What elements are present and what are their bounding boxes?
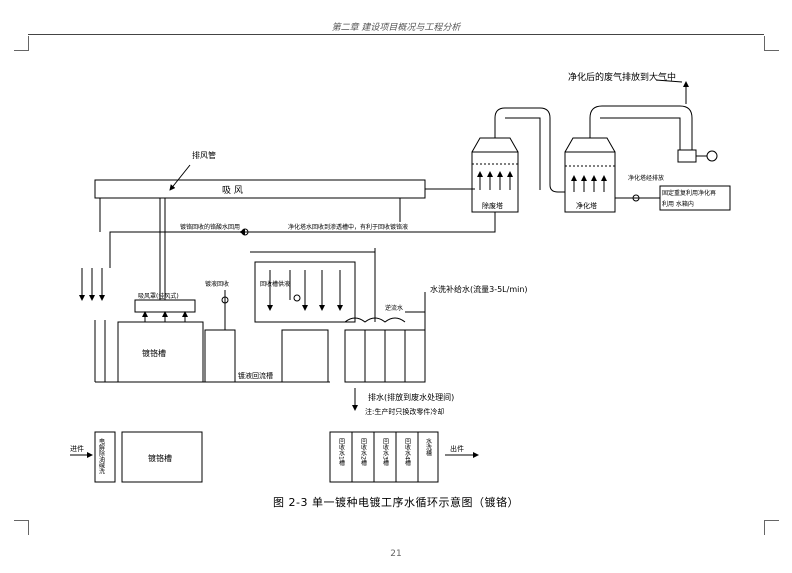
- page-header: 第二章 建设项目概况与工程分析: [331, 23, 461, 33]
- label-pipe-left: 镀铬回收的铬酸水回用: [180, 223, 240, 231]
- label-suction: 吸 风: [222, 185, 243, 196]
- corner-mark-tl: [14, 36, 29, 51]
- bottom-pre-tank: [94, 431, 116, 483]
- label-bottom-plating: 镀铬槽: [148, 453, 172, 463]
- label-note: 注:生产时只换改零件冷却: [365, 407, 444, 416]
- label-exhaust-pipe: 排风管: [192, 150, 216, 160]
- label-rinse4: 回收水4槽: [404, 438, 411, 467]
- recovery-tank-symbol: [204, 329, 236, 383]
- label-mist-tower: 除废塔: [482, 201, 503, 210]
- label-scrub-tower: 净化塔: [576, 201, 597, 210]
- fan-icon: [706, 150, 718, 162]
- label-tower-note: 净化塔经排放: [628, 174, 664, 182]
- label-rinse2: 回收水2槽: [360, 438, 367, 467]
- label-exhaust-to-air: 净化后的废气排放到大气中: [568, 71, 676, 83]
- central-tank: [281, 329, 329, 383]
- page-number: 21: [390, 549, 402, 559]
- label-drain: 排水(排放到废水处理间): [368, 392, 454, 402]
- label-pipe-mid: 净化塔水回收到渗透槽中，有利于回收镀铬液: [288, 223, 408, 231]
- bottom-plating-tank: [121, 431, 203, 483]
- dosing-box: [254, 261, 356, 323]
- label-rinse3: 回收水3槽: [382, 438, 389, 467]
- mist-tower-symbol: [471, 118, 519, 213]
- bottom-rinse-group: [329, 431, 439, 483]
- label-pipe-small2: 回收槽供液: [260, 280, 290, 288]
- label-bottom-out: 出件: [450, 444, 464, 453]
- fan-box: [677, 149, 697, 163]
- label-recycle-note2: 利用 水箱内: [662, 200, 694, 208]
- label-recovery-tank: 镀液回流槽: [238, 371, 273, 380]
- suction-duct: [94, 179, 426, 199]
- label-bottom-in: 进件: [70, 444, 84, 453]
- figure-caption: 图 2-3 单一镀种电镀工序水循环示意图（镀铬）: [273, 496, 519, 509]
- label-recycle-note: 固定重复利用净化再: [662, 189, 716, 197]
- label-rinse-supply: 水洗补给水(流量3-5L/min): [430, 284, 528, 294]
- label-pipe-small1: 镀液回收: [205, 280, 229, 288]
- corner-mark-bl: [14, 520, 29, 535]
- header-rule: [28, 34, 764, 35]
- label-bottom-pre: 电解除油碱洗: [98, 437, 105, 475]
- corner-mark-tr: [764, 36, 779, 51]
- scrub-tower-symbol: [564, 118, 616, 213]
- label-countercurrent: 逆流水: [385, 304, 403, 312]
- suction-hood-symbol: [134, 299, 196, 313]
- label-rinse5: 水洗槽: [425, 437, 432, 457]
- label-plating-tank: 镀铬槽: [142, 348, 166, 358]
- label-suction-hood: 吸风罩(挂风式): [138, 292, 179, 300]
- label-rinse1: 回收水1槽: [338, 438, 345, 467]
- corner-mark-br: [764, 520, 779, 535]
